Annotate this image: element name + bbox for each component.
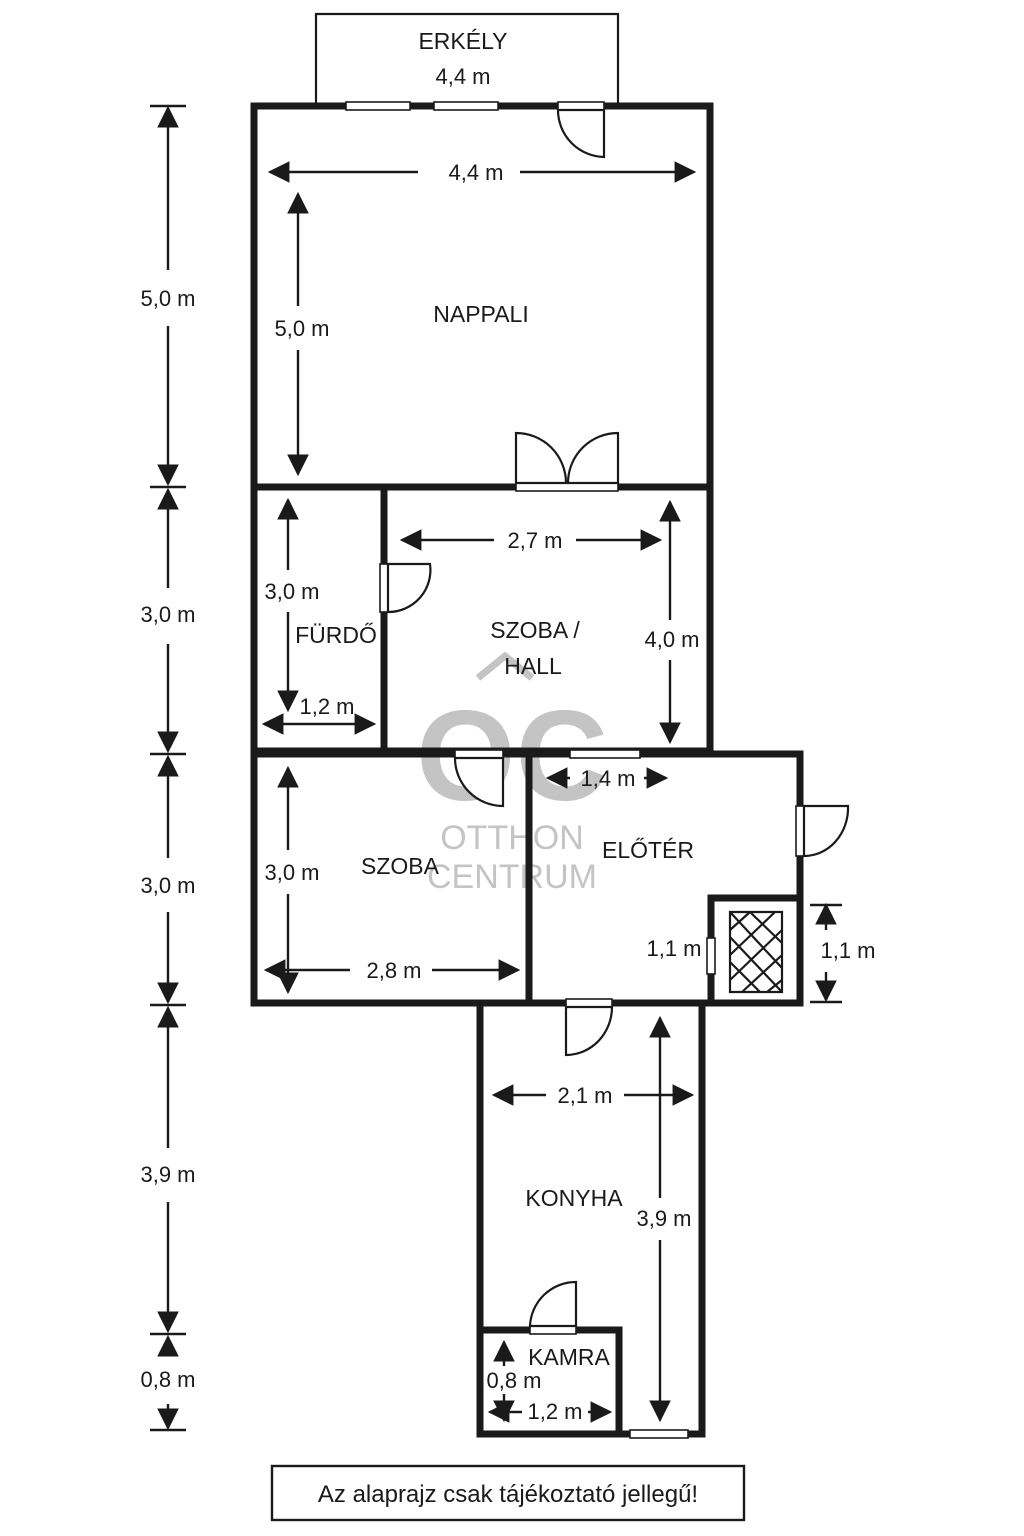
dim-erkely-width: 4,4 m xyxy=(435,64,490,89)
windows xyxy=(345,101,716,1439)
dim-hall-width: 2,7 m xyxy=(507,528,562,553)
side-dim-2: 3,0 m xyxy=(140,602,195,627)
dim-nappali-height: 5,0 m xyxy=(274,316,329,341)
door-furdo xyxy=(379,562,432,614)
dim-konyha-height: 3,9 m xyxy=(636,1206,691,1231)
disclaimer-note: Az alaprajz csak tájékoztató jellegű! xyxy=(270,1464,746,1522)
disclaimer-text: Az alaprajz csak tájékoztató jellegű! xyxy=(318,1481,698,1508)
door-konyha xyxy=(564,998,614,1057)
dim-furdo-height: 3,0 m xyxy=(264,579,319,604)
window-balcony-2 xyxy=(433,101,499,111)
watermark-line1: OTTHON xyxy=(440,819,584,857)
window-eloter xyxy=(569,749,641,759)
door-nappali-double xyxy=(514,431,620,492)
room-konyha: KONYHA xyxy=(525,1185,623,1211)
room-szoba-hall-line2: HALL xyxy=(504,653,562,679)
side-dim-5: 0,8 m xyxy=(140,1367,195,1392)
side-dim-3: 3,0 m xyxy=(140,873,195,898)
room-szoba-hall-line1: SZOBA / xyxy=(490,617,580,643)
dim-furdo-width: 1,2 m xyxy=(299,694,354,719)
dim-closet-outer: 1,1 m xyxy=(820,938,875,963)
room-eloter: ELŐTÉR xyxy=(602,837,694,863)
doors xyxy=(379,101,850,1335)
window-balcony-1 xyxy=(345,101,411,111)
room-erkely: ERKÉLY xyxy=(418,28,507,54)
window-konyha xyxy=(629,1429,689,1439)
room-furdo: FÜRDŐ xyxy=(295,622,377,648)
dim-hall-height: 4,0 m xyxy=(644,627,699,652)
dim-nappali-width: 4,4 m xyxy=(448,160,503,185)
room-kamra: KAMRA xyxy=(528,1344,610,1370)
dim-konyha-width: 2,1 m xyxy=(557,1083,612,1108)
closet-crosshatch xyxy=(728,910,784,994)
balcony-outline xyxy=(314,12,620,104)
watermark-line2: CENTRUM xyxy=(427,858,597,896)
side-dim-4: 3,9 m xyxy=(140,1162,195,1187)
disclaimer-box xyxy=(270,1464,746,1522)
dim-eloter-width: 1,4 m xyxy=(580,766,635,791)
logo-roof-icon xyxy=(475,651,535,681)
dim-eloter-closet: 1,1 m xyxy=(646,936,701,961)
dim-kamra-width: 1,2 m xyxy=(527,1399,582,1424)
door-szoba xyxy=(453,749,505,808)
dim-szoba-height: 3,0 m xyxy=(264,860,319,885)
door-kamra xyxy=(528,1280,578,1335)
room-nappali: NAPPALI xyxy=(433,301,528,327)
door-balcony xyxy=(556,101,606,159)
dimension-arrows xyxy=(261,161,842,1423)
otthon-centrum-watermark: OC OTTHON CENTRUM xyxy=(416,651,608,896)
side-dimension-chain xyxy=(150,104,186,1432)
door-entrance xyxy=(795,804,850,858)
side-dim-1: 5,0 m xyxy=(140,286,195,311)
room-szoba: SZOBA xyxy=(361,853,440,879)
window-closet xyxy=(706,937,716,975)
dim-kamra-height: 0,8 m xyxy=(486,1368,541,1393)
dim-szoba-width: 2,8 m xyxy=(366,958,421,983)
